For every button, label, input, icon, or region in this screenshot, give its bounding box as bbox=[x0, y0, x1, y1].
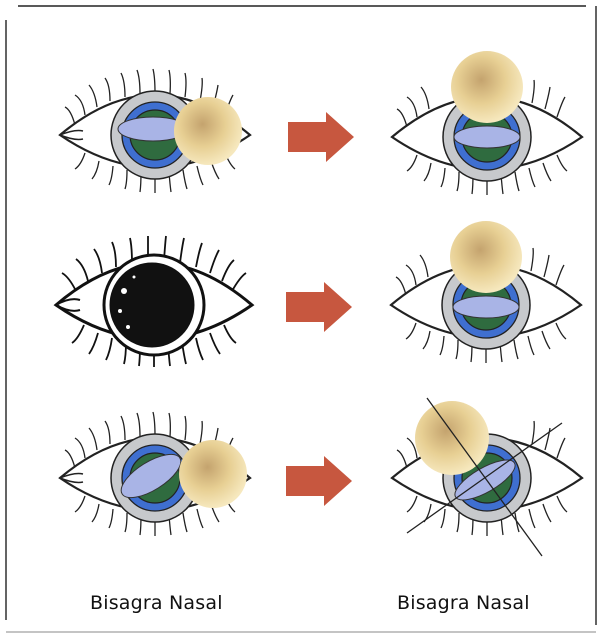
optic-sphere bbox=[179, 440, 247, 508]
caption-left: Bisagra Nasal bbox=[90, 592, 223, 614]
arrow-right-3 bbox=[286, 456, 352, 506]
eye-middle-right bbox=[391, 221, 581, 363]
eye-bottom-right bbox=[392, 398, 582, 556]
eye-top-left bbox=[60, 69, 250, 193]
caption-right: Bisagra Nasal bbox=[397, 592, 530, 614]
eye-middle-left-sketch bbox=[56, 236, 252, 367]
arrow-right-2 bbox=[286, 282, 352, 332]
eye-bottom-left bbox=[60, 412, 250, 536]
optic-sphere bbox=[451, 51, 523, 123]
arrow-right-1 bbox=[288, 112, 354, 162]
optic-sphere bbox=[174, 97, 242, 165]
optic-sphere bbox=[450, 221, 522, 293]
optic-sphere bbox=[415, 401, 489, 475]
eye-top-right bbox=[392, 51, 582, 195]
